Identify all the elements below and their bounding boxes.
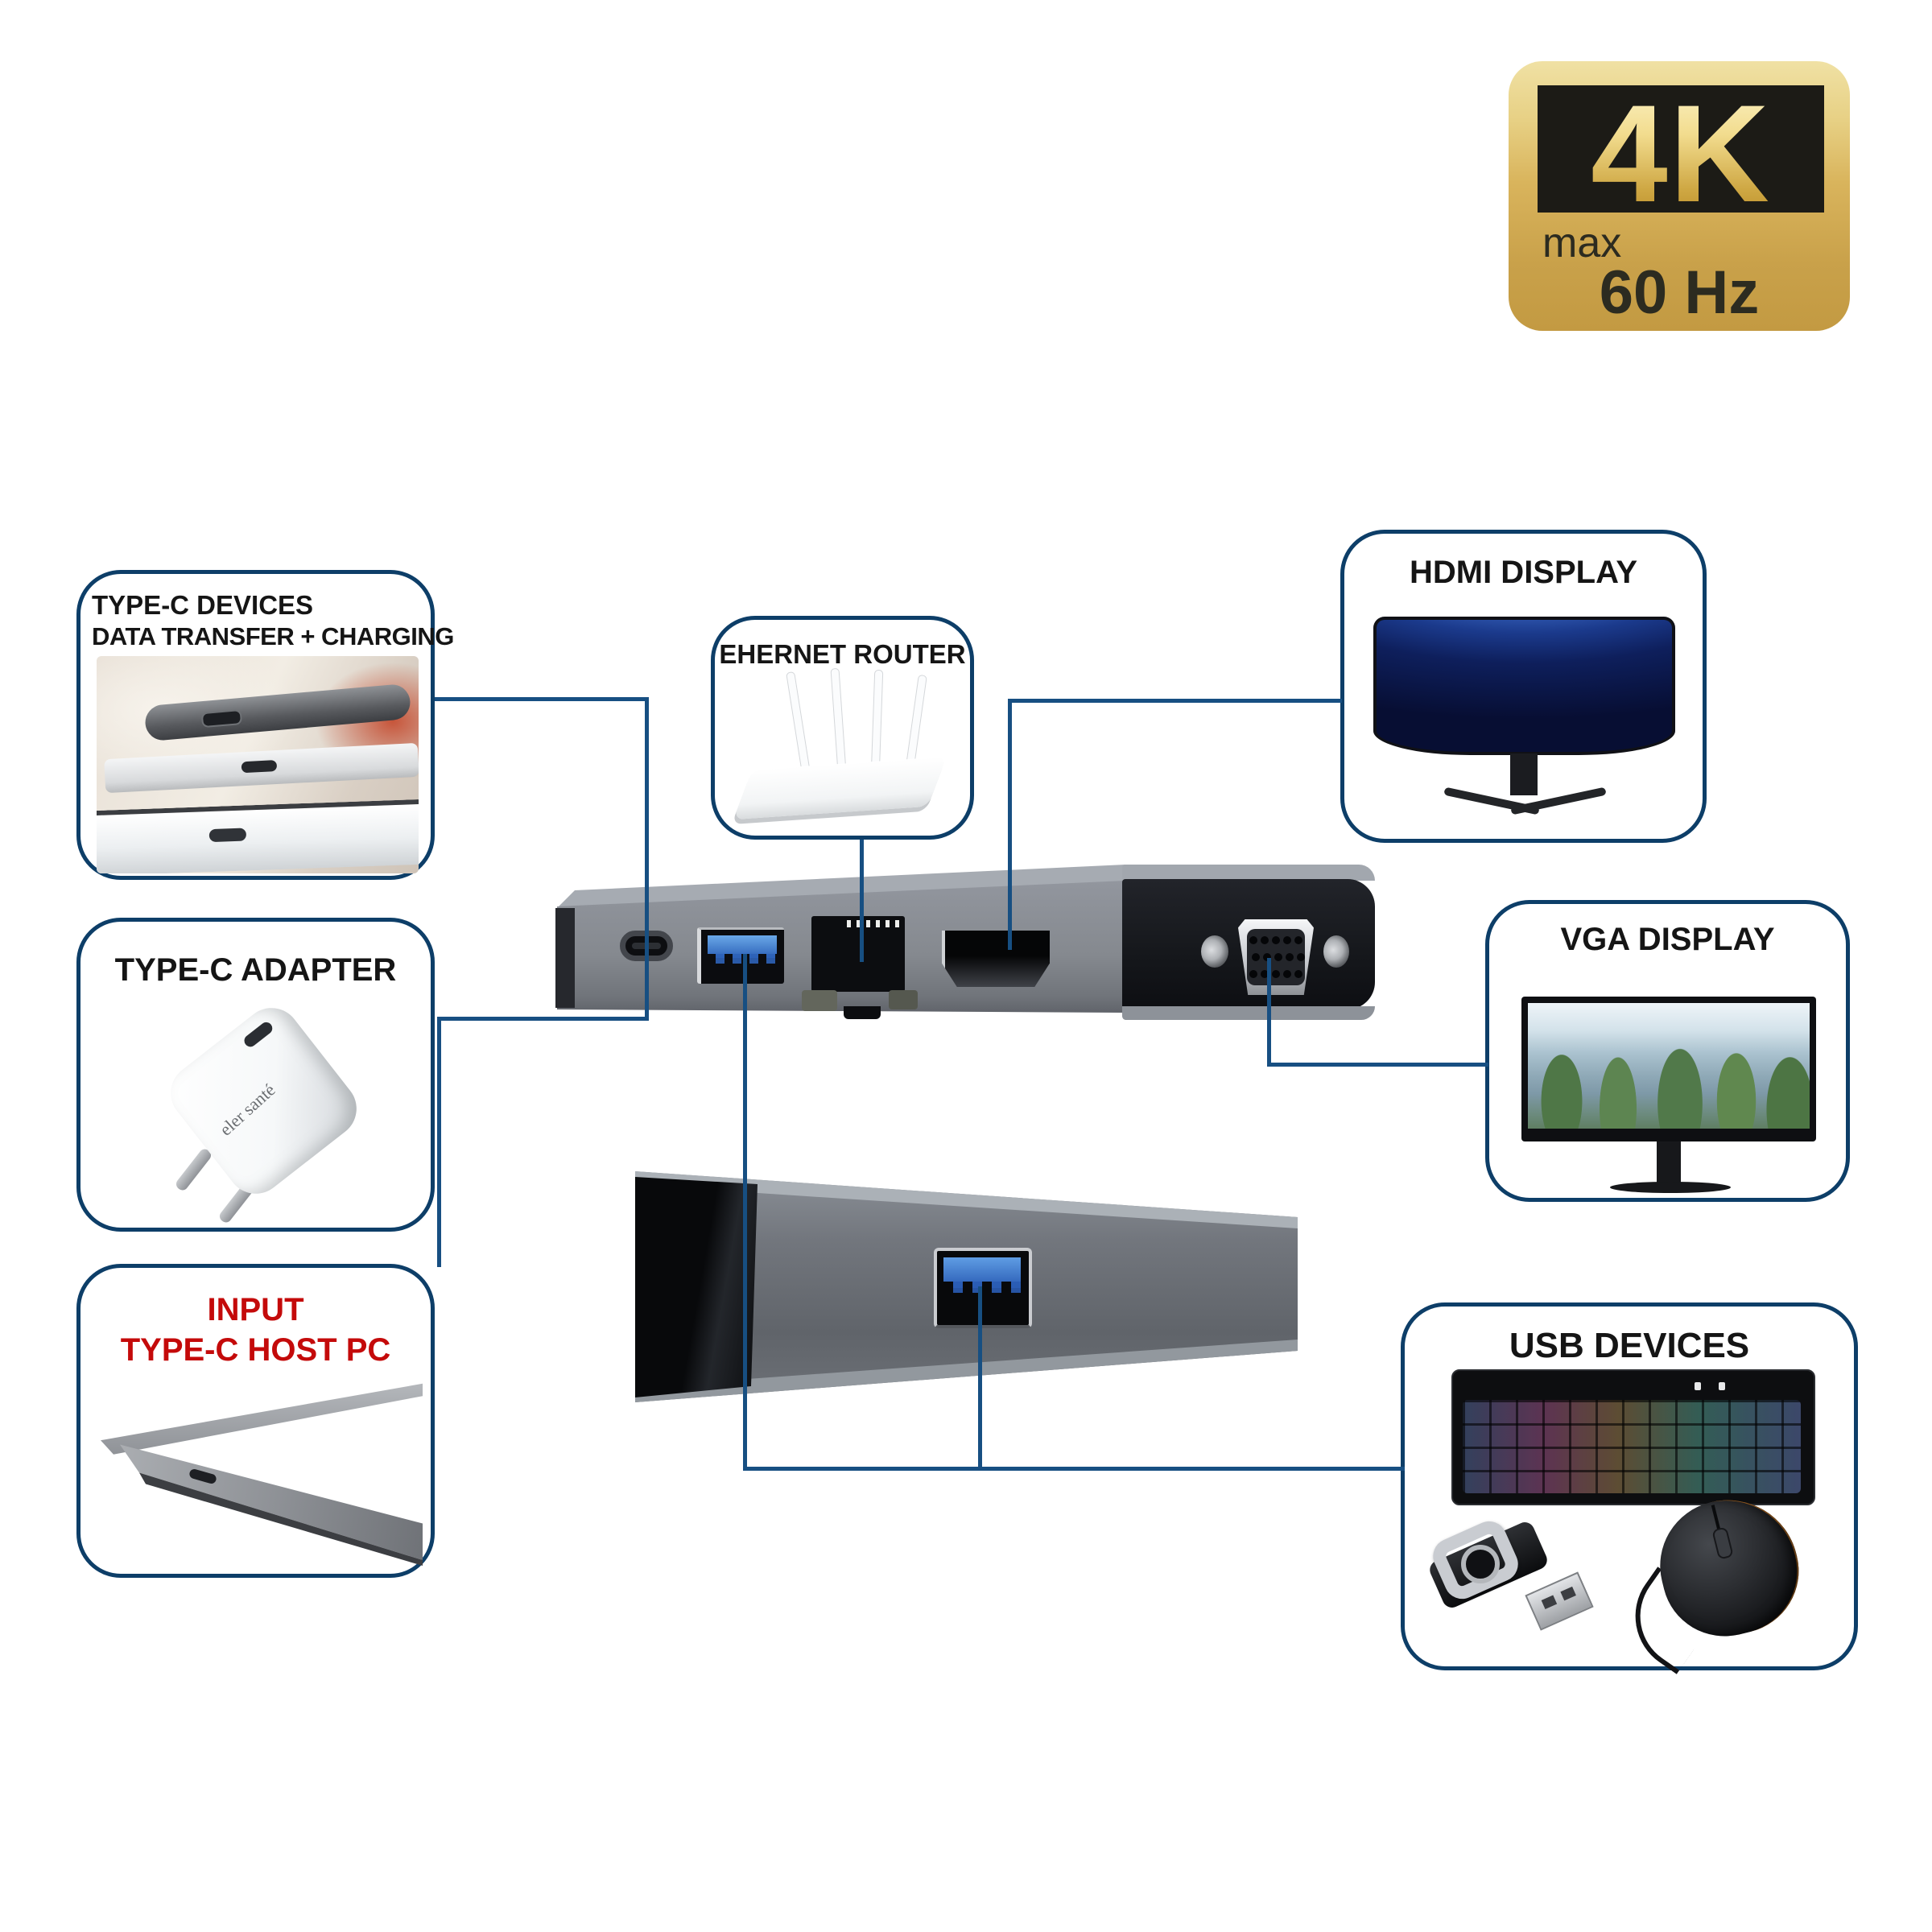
host-laptop-illustration [93, 1377, 423, 1566]
hdmi-display-title: HDMI DISPLAY [1409, 555, 1637, 590]
badge-refresh-rate: 60 Hz [1599, 258, 1760, 327]
flash-drive-illustration [1419, 1508, 1612, 1653]
vga-screw-hole-left [1201, 935, 1228, 968]
callout-typec-adapter: TYPE-C ADAPTER eler santé [76, 918, 435, 1232]
badge-4k-60hz: 4K max 60 Hz [1509, 61, 1850, 331]
typec-devices-title-line2: DATA TRANSFER + CHARGING [92, 622, 454, 650]
hub-end-bottom-bevel [1122, 1006, 1375, 1020]
line-hdmi-horizontal [1008, 699, 1342, 703]
hub2-black-end [635, 1177, 758, 1397]
line-typec-elbow [437, 1017, 649, 1021]
callout-hdmi-display: HDMI DISPLAY [1340, 530, 1707, 843]
monitor-stand-neck [1657, 1141, 1681, 1183]
line-usb-horizontal [743, 1467, 1405, 1471]
hub-left-cap [555, 908, 575, 1008]
router-antenna [830, 667, 847, 774]
charger-prong [174, 1146, 213, 1193]
charger-brand: eler santé [215, 1080, 279, 1140]
badge-resolution: 4K [1538, 74, 1824, 233]
vga-screw-hole-right [1323, 935, 1349, 968]
line-input-host [437, 1017, 441, 1267]
callout-typec-devices: TYPE-C DEVICES DATA TRANSFER + CHARGING [76, 570, 454, 880]
vga-display-title: VGA DISPLAY [1560, 922, 1775, 957]
line-vga-horizontal [1267, 1063, 1488, 1067]
typec-adapter-title: TYPE-C ADAPTER [114, 952, 397, 988]
callout-usb-devices: USB DEVICES [1401, 1302, 1858, 1674]
typec-devices-photo [97, 656, 419, 873]
line-typec-devices [435, 697, 649, 701]
line-hdmi-vertical [1008, 699, 1012, 950]
badge-qualifier: max [1542, 220, 1622, 266]
input-host-title-line1: INPUT [207, 1292, 304, 1327]
ethernet-router-title: EHERNET ROUTER [719, 639, 966, 669]
monitor-stand-base [1610, 1182, 1731, 1193]
vga-pins-icon [1249, 936, 1305, 978]
typec-devices-title-line1: TYPE-C DEVICES [92, 590, 314, 620]
monitor-screen-landscape [1528, 1003, 1810, 1129]
keyboard-indicator-led [1695, 1382, 1701, 1390]
router-antenna [870, 669, 884, 775]
keyboard-indicator-led [1719, 1382, 1725, 1390]
usb-a-port-bottom [934, 1248, 1032, 1328]
callout-ethernet-router: EHERNET ROUTER [711, 616, 974, 840]
device-edge-phone [143, 683, 412, 742]
input-host-title-line2: TYPE-C HOST PC [120, 1332, 391, 1368]
rj45-ethernet-port [802, 916, 918, 1019]
keyboard-keys [1463, 1400, 1801, 1493]
hub-end-top-bevel [1122, 865, 1375, 881]
router-illustration [731, 667, 956, 829]
typec-adapter-illustration: eler santé [157, 996, 369, 1225]
mouse-scroll-wheel [1711, 1526, 1734, 1560]
line-vga-vertical [1267, 958, 1271, 1067]
callout-vga-display: VGA DISPLAY [1485, 900, 1850, 1202]
flash-drive-swivel-hole [1461, 1545, 1500, 1583]
monitor-screen-curved [1373, 617, 1675, 755]
monitor-frame [1521, 997, 1816, 1141]
usb-c-slot-icon [242, 1019, 275, 1050]
usb-a-port [697, 927, 784, 984]
badge-black-band: 4K [1538, 76, 1824, 231]
usb-c-slot-icon [208, 828, 247, 843]
line-usb2-branch [978, 1286, 982, 1471]
line-usb-vertical [743, 954, 747, 1471]
usb-c-slot-icon [200, 708, 243, 729]
device-edge-tablet [104, 742, 419, 794]
router-antenna [786, 671, 811, 774]
device-edge-laptop [97, 799, 419, 873]
usb-c-slot-icon [241, 760, 278, 774]
monitor-stand-neck [1510, 753, 1538, 795]
hdmi-port [942, 931, 1050, 987]
line-ethernet [860, 840, 864, 962]
line-typec-vertical [645, 697, 649, 1021]
flash-drive-connector [1525, 1571, 1594, 1631]
vga-monitor-illustration [1521, 989, 1823, 1194]
vga-port [1238, 919, 1314, 995]
laptop-lid [101, 1383, 423, 1455]
keyboard-illustration [1451, 1369, 1815, 1505]
router-body [733, 756, 947, 820]
usb-devices-title: USB DEVICES [1509, 1326, 1750, 1365]
hdmi-monitor-illustration [1367, 610, 1689, 828]
callout-input-host-pc: INPUT TYPE-C HOST PC [76, 1264, 435, 1578]
mouse-illustration [1613, 1484, 1814, 1674]
